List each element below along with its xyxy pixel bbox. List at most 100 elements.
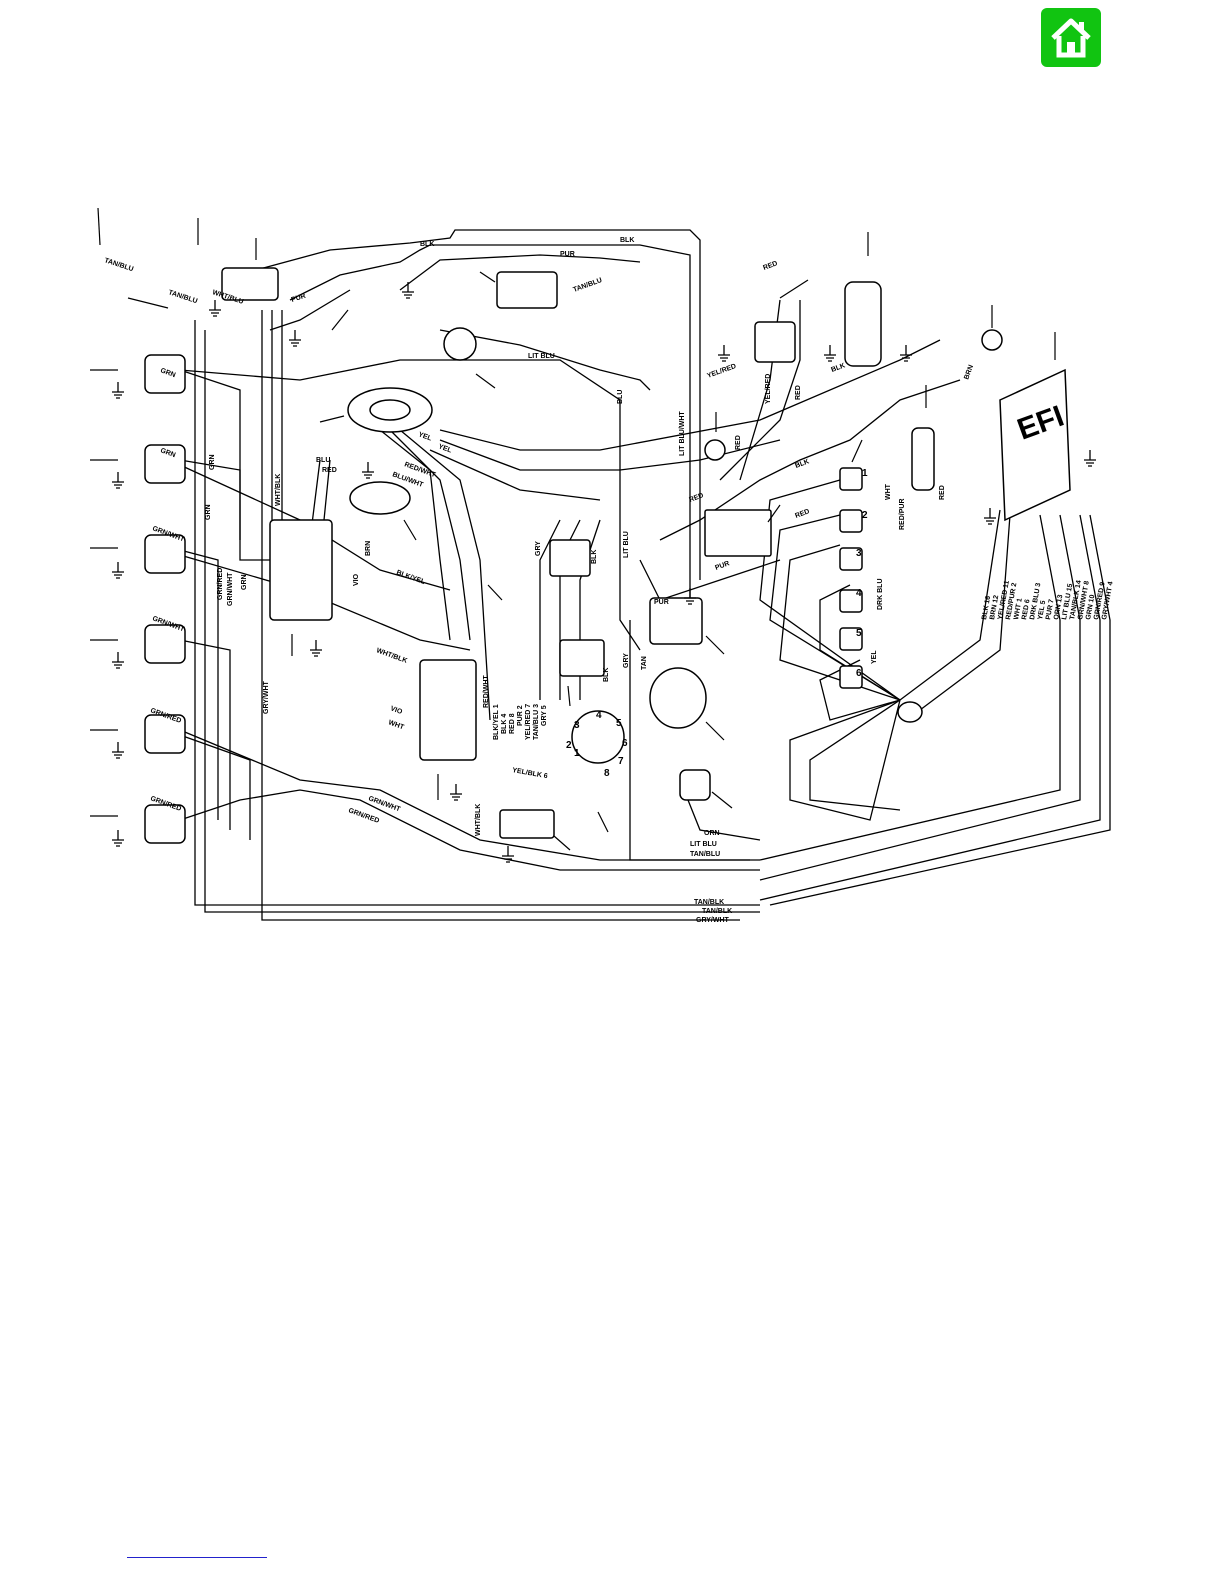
connector-pin-4: 4 — [596, 710, 602, 721]
label-lit-blu-wht: LIT BLU/WHT — [679, 411, 686, 456]
home-button[interactable] — [1041, 8, 1101, 67]
ignition-coil-4 — [144, 624, 186, 664]
label-orn-bottom: ORN — [704, 830, 720, 837]
harness-pin-4: RED 8 — [509, 713, 516, 734]
label-red-relay: RED — [795, 385, 802, 400]
harness-pin-6: YEL/RED 7 — [525, 704, 532, 740]
ignition-coil-5 — [144, 714, 186, 754]
label-blk-top: BLK — [420, 241, 434, 248]
label-red-battery: RED — [688, 492, 704, 504]
efi-pin-5: RED 6 — [1021, 599, 1031, 621]
starter-motor — [844, 281, 882, 367]
label-tan-blk-bottom-2: TAN/BLK — [702, 908, 732, 915]
label-yel-1: YEL — [417, 431, 433, 442]
connector-pin-7: 7 — [618, 756, 624, 767]
harness-pin-7: TAN/BLU 3 — [533, 704, 540, 740]
ignition-coil-1 — [144, 354, 186, 394]
fuel-sensor — [649, 597, 703, 645]
label-grn-wht: GRN/WHT — [227, 572, 234, 606]
spark-plug-number-1: 1 — [862, 468, 868, 479]
label-pur-battery: PUR — [714, 560, 730, 572]
label-wht-blk-center: WHT/BLK — [375, 647, 408, 665]
connector-pin-6: 6 — [622, 738, 628, 749]
spark-plug-2 — [839, 509, 863, 533]
label-blk-yel: BLK/YEL — [395, 569, 426, 586]
efi-pin-13: GRN 10 — [1085, 594, 1096, 620]
temp-sensor — [704, 439, 726, 461]
label-blk-reg: BLK — [591, 550, 598, 564]
switch-box-1 — [269, 519, 333, 621]
label-gry: GRY — [535, 541, 542, 556]
spark-plug-number-5: 5 — [856, 628, 862, 639]
efi-pin-9: ORN 13 — [1053, 594, 1064, 620]
label-red-pur: RED/PUR — [899, 498, 906, 530]
spark-plug-number-6: 6 — [856, 668, 862, 679]
label-gry-2: GRY — [623, 653, 630, 668]
trim-sender — [679, 769, 711, 801]
efi-pin-1: BRN 12 — [989, 595, 1000, 621]
label-blu-stator: BLU — [316, 457, 330, 464]
label-vio-2: VIO — [353, 573, 360, 586]
footer-link-underline[interactable] — [127, 1557, 267, 1558]
label-wht-center: WHT — [387, 719, 405, 731]
wire-junction — [897, 701, 923, 723]
label-yel-blk: YEL/BLK 6 — [512, 767, 549, 780]
label-vio: VIO — [389, 705, 403, 716]
efi-pin-4: WHT 1 — [1013, 598, 1024, 621]
harness-pin-5: PUR 2 — [517, 705, 524, 726]
spark-plug-3 — [839, 547, 863, 571]
label-yel-red-2: YEL/RED — [765, 374, 772, 404]
label-tan-blk-bottom-1: TAN/BLK — [694, 899, 724, 906]
label-tan: TAN — [641, 656, 648, 670]
ignition-coil-6 — [144, 804, 186, 844]
label-drk-blu: DRK BLU — [877, 579, 884, 611]
connector-pin-3: 3 — [574, 720, 580, 731]
harness-pin-2: BLK/YEL 1 — [493, 704, 500, 740]
label-red-pump: RED — [939, 485, 946, 500]
oil-sensor — [981, 329, 1003, 351]
label-grn-1: GRN — [209, 454, 216, 470]
label-yel-2: YEL — [437, 443, 453, 454]
harness-pin-labels: WHT/BLK RED/WHT BLK/YEL 1 BLK 4 RED 8 PU… — [475, 675, 548, 836]
label-tan-blu-bottom: TAN/BLU — [690, 851, 720, 858]
efi-pin-labels: BLK 16 BRN 12 YEL/RED 11 RED/PUR 2 WHT 1… — [981, 580, 1115, 621]
ground-symbols — [112, 282, 1096, 863]
spark-plug-number-2: 2 — [862, 510, 868, 521]
connector-pin-1: 1 — [574, 748, 580, 759]
harness-connector — [571, 710, 625, 764]
connector-pin-2: 2 — [566, 740, 572, 751]
efi-pin-8: PUR 7 — [1045, 599, 1055, 621]
regulator — [559, 639, 605, 677]
connector-pin-numbers: 1 2 3 4 5 6 7 8 — [566, 710, 628, 779]
top-center-module — [496, 271, 558, 309]
ignition-coil-2 — [144, 444, 186, 484]
label-grn-coil-1: GRN — [159, 367, 176, 379]
fuel-pump — [911, 427, 935, 491]
label-red-relay-2: RED — [735, 435, 742, 450]
label-red-plug: RED — [794, 508, 810, 520]
label-grn-2: GRN — [205, 504, 212, 520]
label-blk-starter: BLK — [830, 362, 846, 373]
diode-block — [499, 809, 555, 839]
label-gry-wht: GRY/WHT — [263, 680, 270, 714]
label-red-stator: RED — [322, 467, 337, 474]
starter-solenoid — [754, 321, 796, 363]
label-brn-sensor: BRN — [963, 364, 975, 381]
label-grn-red: GRN/RED — [217, 568, 224, 600]
ignition-coil-3 — [144, 534, 186, 574]
label-gry-wht-bottom: GRY/WHT — [696, 917, 730, 924]
label-blk-right: BLK — [794, 458, 810, 469]
rectifier — [549, 539, 591, 577]
efi-pin-0: BLK 16 — [981, 595, 992, 620]
throttle-sensor — [443, 327, 477, 361]
spark-plug-4 — [839, 589, 863, 613]
label-tan-blu-top: TAN/BLU — [103, 257, 134, 273]
harness-pin-1: RED/WHT — [483, 675, 490, 708]
battery — [704, 509, 772, 557]
label-blu: BLU — [617, 390, 624, 404]
label-wht-blk: WHT/BLK — [275, 474, 282, 506]
label-tan-blu: TAN/BLU — [167, 289, 198, 305]
spark-plug-6 — [839, 665, 863, 689]
label-blk-top-right: BLK — [620, 237, 634, 244]
